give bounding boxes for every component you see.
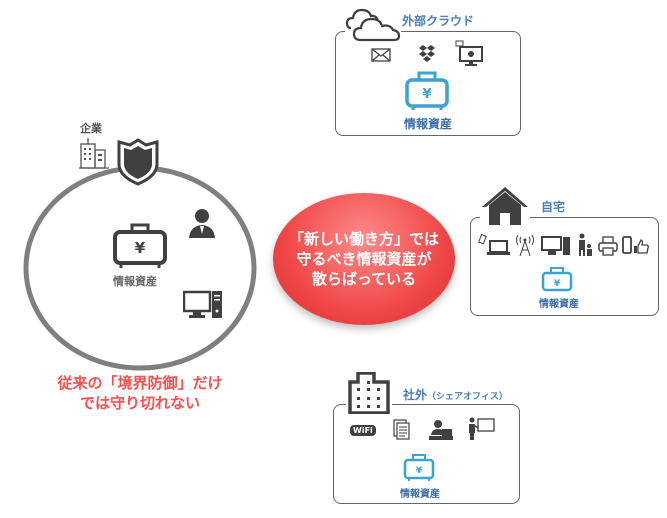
smartphone-laptop-icon [478,234,512,256]
perimeter-caption: 従来の「境界防御」だけ では守り切れない [50,373,230,413]
message-line-2: 守るべき情報資産が [296,250,432,268]
home-box [470,217,659,316]
office-asset-label: 情報資産 [400,489,440,500]
building-icon [346,372,392,414]
printer-icon [598,236,618,256]
caption-line-1: 従来の「境界防御」だけ [57,374,223,392]
svg-text:¥: ¥ [422,87,431,102]
businessman-icon [188,207,216,239]
svg-text:¥: ¥ [554,279,561,289]
documents-icon [393,419,411,441]
svg-text:¥: ¥ [416,466,423,476]
briefcase-yen-icon: ¥ [404,71,450,111]
person-at-desk-icon [428,419,454,441]
enterprise-label: 企業 [80,122,102,135]
home-title: 自宅 [541,200,566,214]
house-icon [480,185,530,227]
shared-office-title-main: 社外 [403,388,428,402]
briefcase-yen-icon: ¥ [112,222,168,268]
caption-line-2: では守り切れない [79,394,200,412]
dropbox-icon [418,44,436,64]
presenter-icon [467,417,495,441]
message-line-1: 「新しい働き方」では [288,230,439,248]
desktop-pc-icon [541,236,571,256]
phone-like-icon [622,236,652,256]
home-asset-label: 情報資産 [539,299,579,310]
video-conference-icon [455,40,483,66]
message-line-3: 散らばっている [311,270,417,288]
shield-icon [117,138,159,186]
office-building-icon [78,136,110,170]
briefcase-yen-icon: ¥ [541,267,573,293]
briefcase-yen-icon: ¥ [403,454,435,482]
svg-text:¥: ¥ [135,239,146,257]
mail-icon [371,48,391,62]
cloud-title: 外部クラウド [402,14,475,28]
wifi-icon: WiFi [350,425,376,436]
desktop-pc-icon [183,290,223,320]
wireless-antenna-icon [515,235,535,257]
parent-child-icon [577,233,593,257]
key-message-bubble: 「新しい働き方」では 守るべき情報資産が 散らばっている [273,193,455,325]
perimeter-circle [23,165,257,371]
cloud-icon [345,6,401,42]
enterprise-asset-label: 情報資産 [113,275,157,288]
shared-office-subtitle: （シェアオフィス） [427,392,508,402]
cloud-asset-label: 情報資産 [404,117,453,131]
shared-office-title: 社外（シェアオフィス） [403,386,508,403]
